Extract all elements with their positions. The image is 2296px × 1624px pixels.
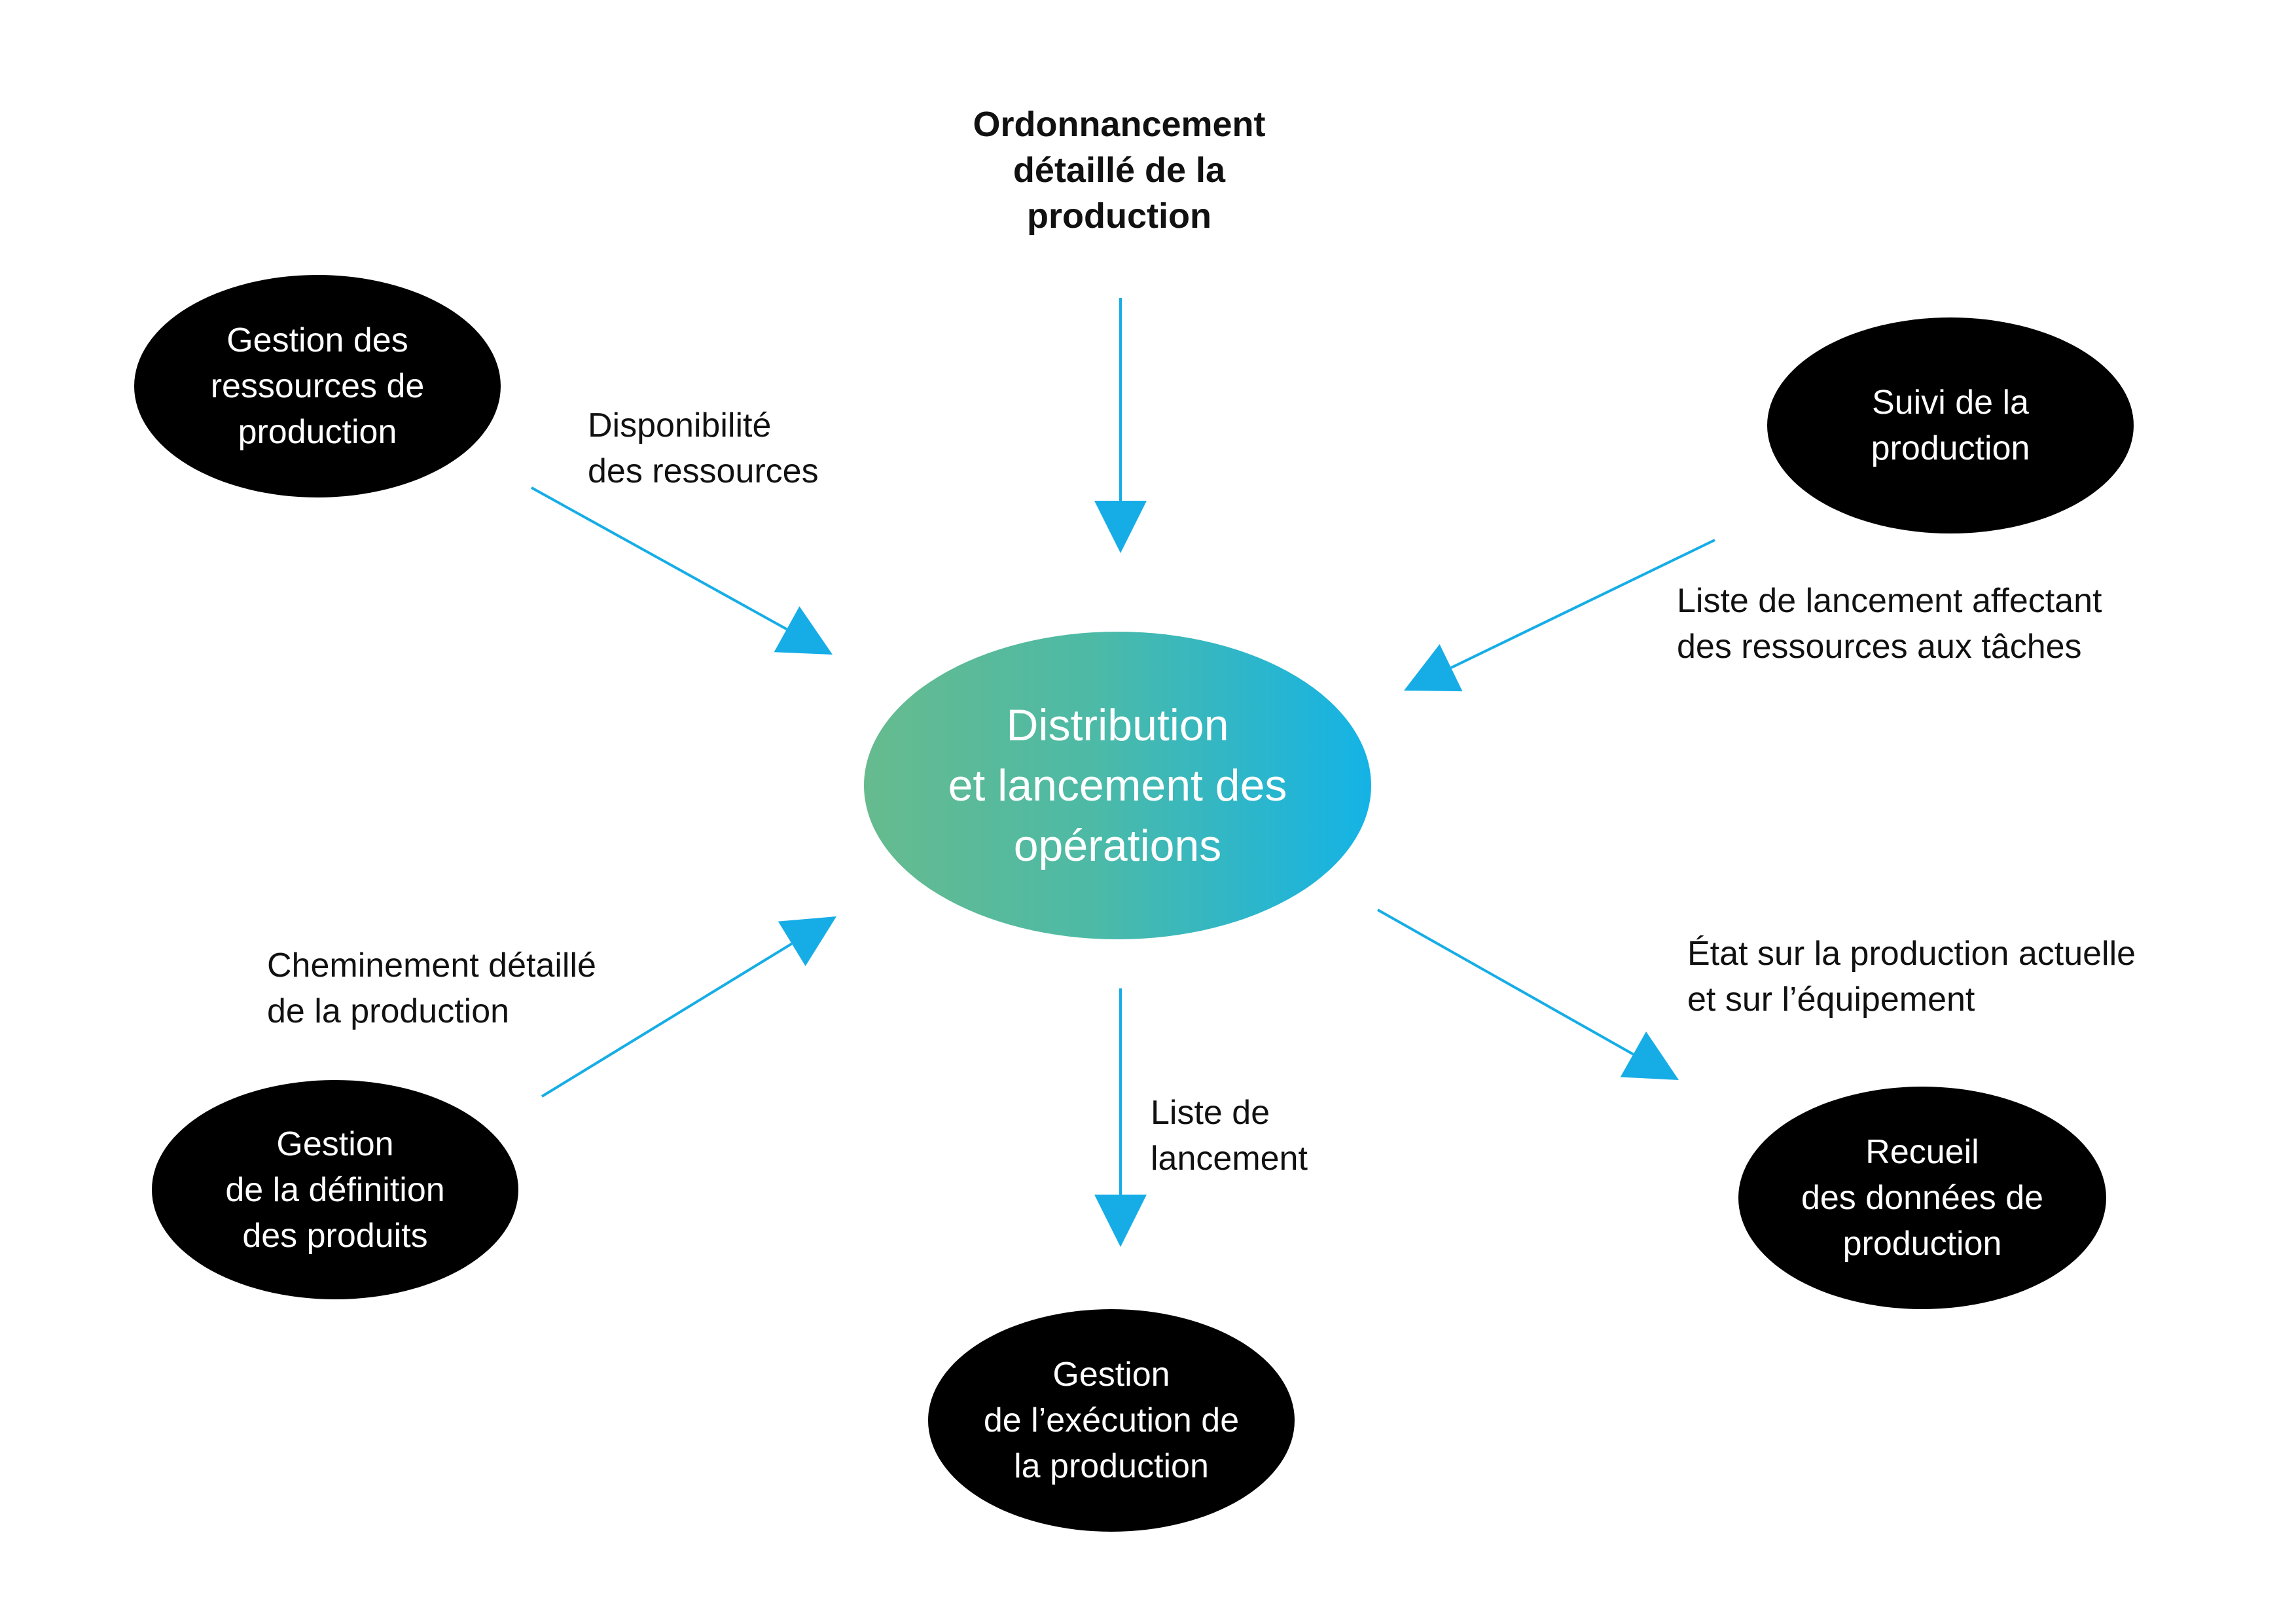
node-dispatch-center[interactable]: Distribution et lancement des opérations xyxy=(864,632,1371,939)
label-resource-availability: Disponibilité des ressources xyxy=(588,406,819,490)
label-dispatch-list: Liste de lancement xyxy=(1151,1094,1308,1178)
node-dispatch-center-label: Distribution et lancement des opérations xyxy=(948,700,1287,871)
arrow-availability-head xyxy=(774,606,833,655)
arrow-availability-shaft xyxy=(531,486,788,630)
arrow-tracking-shaft xyxy=(1450,539,1715,669)
arrow-tracking-head xyxy=(1404,644,1463,692)
node-product-definition-label: Gestion de la définition des produits xyxy=(225,1125,445,1255)
arrow-definition-head xyxy=(778,916,836,966)
node-data-collection[interactable]: Recueil des données de production xyxy=(1738,1087,2106,1309)
arrow-collection-shaft xyxy=(1377,909,1634,1056)
label-routing: Cheminement détaillé de la production xyxy=(267,947,596,1030)
node-product-definition[interactable]: Gestion de la définition des produits xyxy=(152,1080,518,1299)
arrow-execution-head xyxy=(1094,1195,1147,1247)
node-production-tracking-label: Suivi de la production xyxy=(1871,384,2030,467)
node-data-collection-label: Recueil des données de production xyxy=(1801,1133,2044,1263)
arrow-collection-head xyxy=(1620,1031,1679,1080)
node-resource-management[interactable]: Gestion des ressources de production xyxy=(134,275,501,497)
label-scheduling: Ordonnancement détaillé de la production xyxy=(973,105,1266,236)
node-production-tracking[interactable]: Suivi de la production xyxy=(1767,317,2134,533)
arrow-scheduling-head xyxy=(1094,501,1147,553)
arrow-definition-shaft xyxy=(541,943,793,1098)
node-execution-management-label: Gestion de l’exécution de la production xyxy=(983,1356,1240,1485)
node-execution-management[interactable]: Gestion de l’exécution de la production xyxy=(928,1309,1295,1532)
label-production-status: État sur la production actuelle et sur l… xyxy=(1687,935,2136,1019)
node-resource-management-label: Gestion des ressources de production xyxy=(210,321,425,451)
label-dispatch-list-assign: Liste de lancement affectant des ressour… xyxy=(1677,582,2102,666)
